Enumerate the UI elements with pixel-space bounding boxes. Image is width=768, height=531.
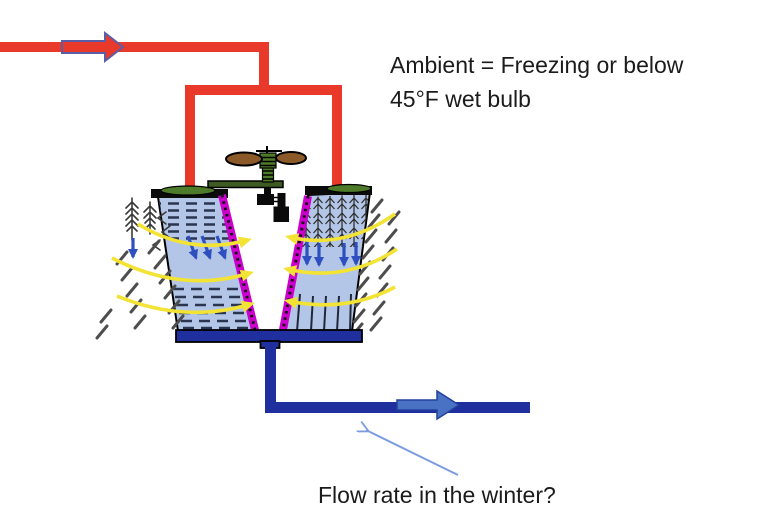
annotation-arrow-icon (366, 430, 459, 476)
hot-water-supply-pipe (0, 30, 342, 197)
fan-deck (207, 180, 284, 189)
hot-flow-direction-arrow-icon (61, 30, 125, 64)
right-panel-coil-lines (296, 293, 352, 331)
cold-flow-direction-arrow-icon (396, 389, 461, 421)
left-panel-coil-rows (158, 202, 255, 330)
air-flow-arrows (111, 212, 398, 315)
left-panel-water-down-arrows (186, 235, 198, 260)
cold-water-system (175, 329, 530, 421)
left-water-distribution-basin (160, 185, 216, 196)
fan-gearbox (257, 194, 274, 205)
right-water-distribution-basin (326, 183, 372, 194)
left-coil-panel (151, 185, 259, 332)
ambient-note: Ambient = Freezing or below 45°F wet bul… (390, 48, 683, 116)
cold-water-return-pipe (265, 345, 530, 413)
fan-assembly-icon (207, 146, 307, 222)
fan-blade-left (225, 151, 263, 167)
right-coil-panel (279, 183, 372, 332)
frost-marks-left (95, 197, 185, 340)
fan-drive-shaft (264, 187, 271, 195)
fan-motor (273, 206, 289, 222)
ambient-note-line1: Ambient = Freezing or below (390, 52, 684, 78)
fan-blade-right (275, 151, 307, 165)
flow-question: Flow rate in the winter? (318, 482, 556, 508)
ambient-note-line2: 45°F wet bulb (390, 86, 531, 112)
